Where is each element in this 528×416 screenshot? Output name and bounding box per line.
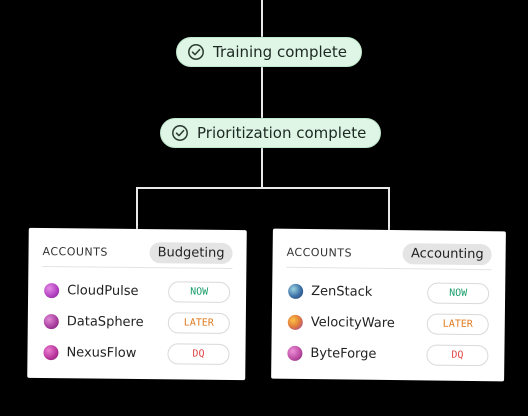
account-name: ZenStack xyxy=(311,284,373,300)
connector-lower xyxy=(261,148,263,188)
connector-top xyxy=(261,0,263,38)
check-circle-icon xyxy=(187,43,205,61)
account-row[interactable]: VelocityWare LATER xyxy=(286,307,491,341)
accounts-card-accounting: ACCOUNTS Accounting ZenStack NOW Velocit… xyxy=(271,228,506,382)
account-row[interactable]: DataSphere LATER xyxy=(42,306,232,339)
step-label: Training complete xyxy=(213,43,348,61)
status-button[interactable]: LATER xyxy=(167,312,230,334)
connector-right-drop xyxy=(388,187,390,230)
account-avatar xyxy=(288,283,304,299)
account-row[interactable]: CloudPulse NOW xyxy=(42,275,232,308)
category-tag: Budgeting xyxy=(149,241,233,264)
account-name: VelocityWare xyxy=(310,315,395,332)
connector-left-drop xyxy=(136,187,138,230)
step-label: Prioritization complete xyxy=(197,124,367,142)
card-title: ACCOUNTS xyxy=(286,245,353,260)
account-name: CloudPulse xyxy=(67,283,139,300)
account-row[interactable]: ByteForge DQ xyxy=(285,338,490,372)
connector-branch xyxy=(136,187,390,189)
connector-middle xyxy=(261,67,263,119)
account-avatar xyxy=(287,314,303,330)
status-button[interactable]: NOW xyxy=(427,282,490,305)
status-button[interactable]: LATER xyxy=(426,313,489,336)
card-header: ACCOUNTS Budgeting xyxy=(42,236,233,269)
status-button[interactable]: DQ xyxy=(426,344,489,367)
card-title: ACCOUNTS xyxy=(42,244,108,259)
status-button[interactable]: DQ xyxy=(167,343,230,365)
account-avatar xyxy=(287,345,303,361)
account-avatar xyxy=(44,283,60,299)
status-button[interactable]: NOW xyxy=(168,281,231,303)
account-row[interactable]: ZenStack NOW xyxy=(286,276,491,310)
category-tag: Accounting xyxy=(402,242,492,265)
step-training-complete: Training complete xyxy=(176,37,363,67)
account-name: NexusFlow xyxy=(66,345,137,361)
account-name: DataSphere xyxy=(66,314,144,331)
account-avatar xyxy=(43,314,59,330)
account-avatar xyxy=(43,345,59,361)
accounts-card-budgeting: ACCOUNTS Budgeting CloudPulse NOW DataSp… xyxy=(27,227,247,381)
card-header: ACCOUNTS Accounting xyxy=(286,236,492,271)
check-circle-icon xyxy=(171,124,189,142)
step-prioritization-complete: Prioritization complete xyxy=(160,118,382,148)
account-row[interactable]: NexusFlow DQ xyxy=(41,337,231,370)
account-name: ByteForge xyxy=(310,346,377,362)
